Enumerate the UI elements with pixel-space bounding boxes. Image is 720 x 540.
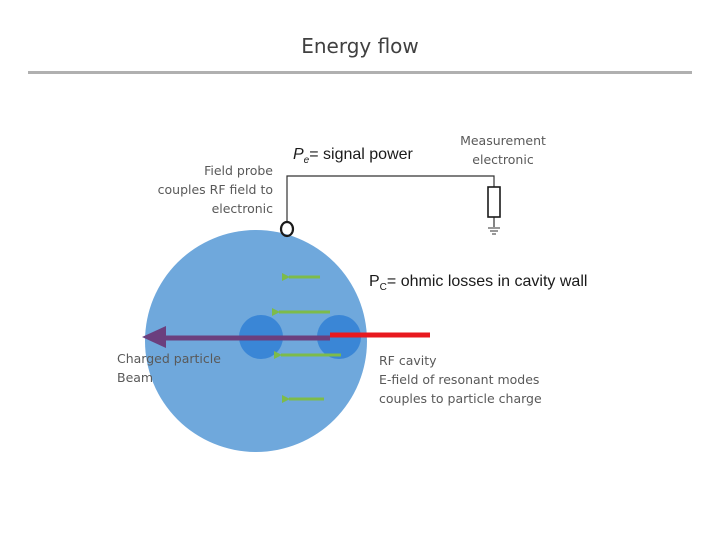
- e-field-arrows: [272, 273, 341, 403]
- pc-symbol: P: [369, 273, 380, 290]
- resistor-icon: [487, 186, 501, 218]
- signal-wire: [286, 175, 495, 222]
- pe-text: = signal power: [309, 146, 413, 163]
- pe-symbol: P: [293, 146, 304, 163]
- charged-particle-beam-label: Charged particle Beam: [117, 351, 221, 385]
- signal-power-equation: Pe= signal power: [293, 146, 413, 166]
- pc-text: = ohmic losses in cavity wall: [386, 273, 588, 290]
- beam-arrow-head: [142, 326, 166, 348]
- ohmic-losses-equation: PC= ohmic losses in cavity wall: [369, 273, 587, 293]
- probe-loop-icon: [279, 220, 295, 238]
- measurement-electronic-label: Measurement electronic: [460, 133, 546, 167]
- field-probe-label: Field probe couples RF field to electron…: [157, 163, 273, 216]
- pc-subscript: C: [379, 282, 387, 294]
- pe-subscript: e: [303, 155, 310, 167]
- title-divider: [28, 71, 692, 74]
- rf-cavity-label: RF cavity E-field of resonant modes coup…: [379, 353, 542, 406]
- page-title: Energy flow: [301, 34, 419, 58]
- ground-icon: [488, 227, 500, 235]
